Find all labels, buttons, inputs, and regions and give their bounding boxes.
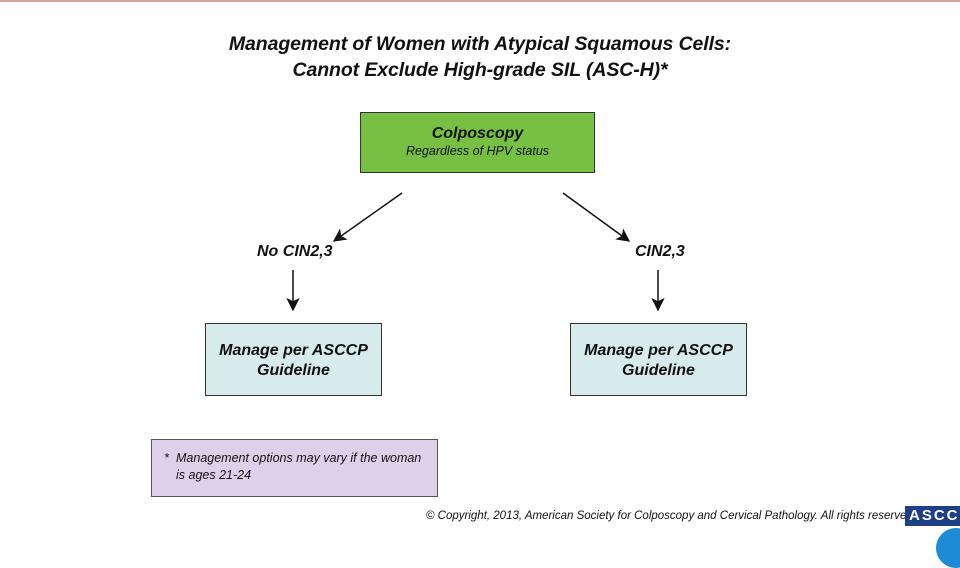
manage-box-left: Manage per ASCCP Guideline	[205, 323, 382, 396]
manage-box-right: Manage per ASCCP Guideline	[570, 323, 747, 396]
footnote-marker: *	[164, 451, 169, 465]
branch-label-no-cin: No CIN2,3	[257, 243, 333, 260]
flow-arrows	[286, 192, 665, 312]
footnote-box: * Management options may vary if the wom…	[151, 439, 438, 497]
arrow-to-no-cin	[332, 192, 403, 242]
footnote-text: Management options may vary if the woman…	[176, 451, 422, 482]
arrow-to-cin	[562, 192, 631, 242]
copyright-notice: © Copyright, 2013, American Society for …	[426, 510, 916, 522]
colposcopy-box: Colposcopy Regardless of HPV status	[360, 112, 595, 173]
colposcopy-subtext: Regardless of HPV status	[405, 144, 550, 158]
branch-label-cin: CIN2,3	[635, 243, 685, 260]
slide-title-line-1: Management of Women with Atypical Squamo…	[228, 33, 732, 55]
top-rule	[0, 0, 960, 2]
asccp-logo: ASCCP	[905, 506, 960, 526]
slide-title-line-2: Cannot Exclude High-grade SIL (ASC-H)*	[292, 59, 668, 81]
colposcopy-heading: Colposcopy	[431, 125, 524, 142]
